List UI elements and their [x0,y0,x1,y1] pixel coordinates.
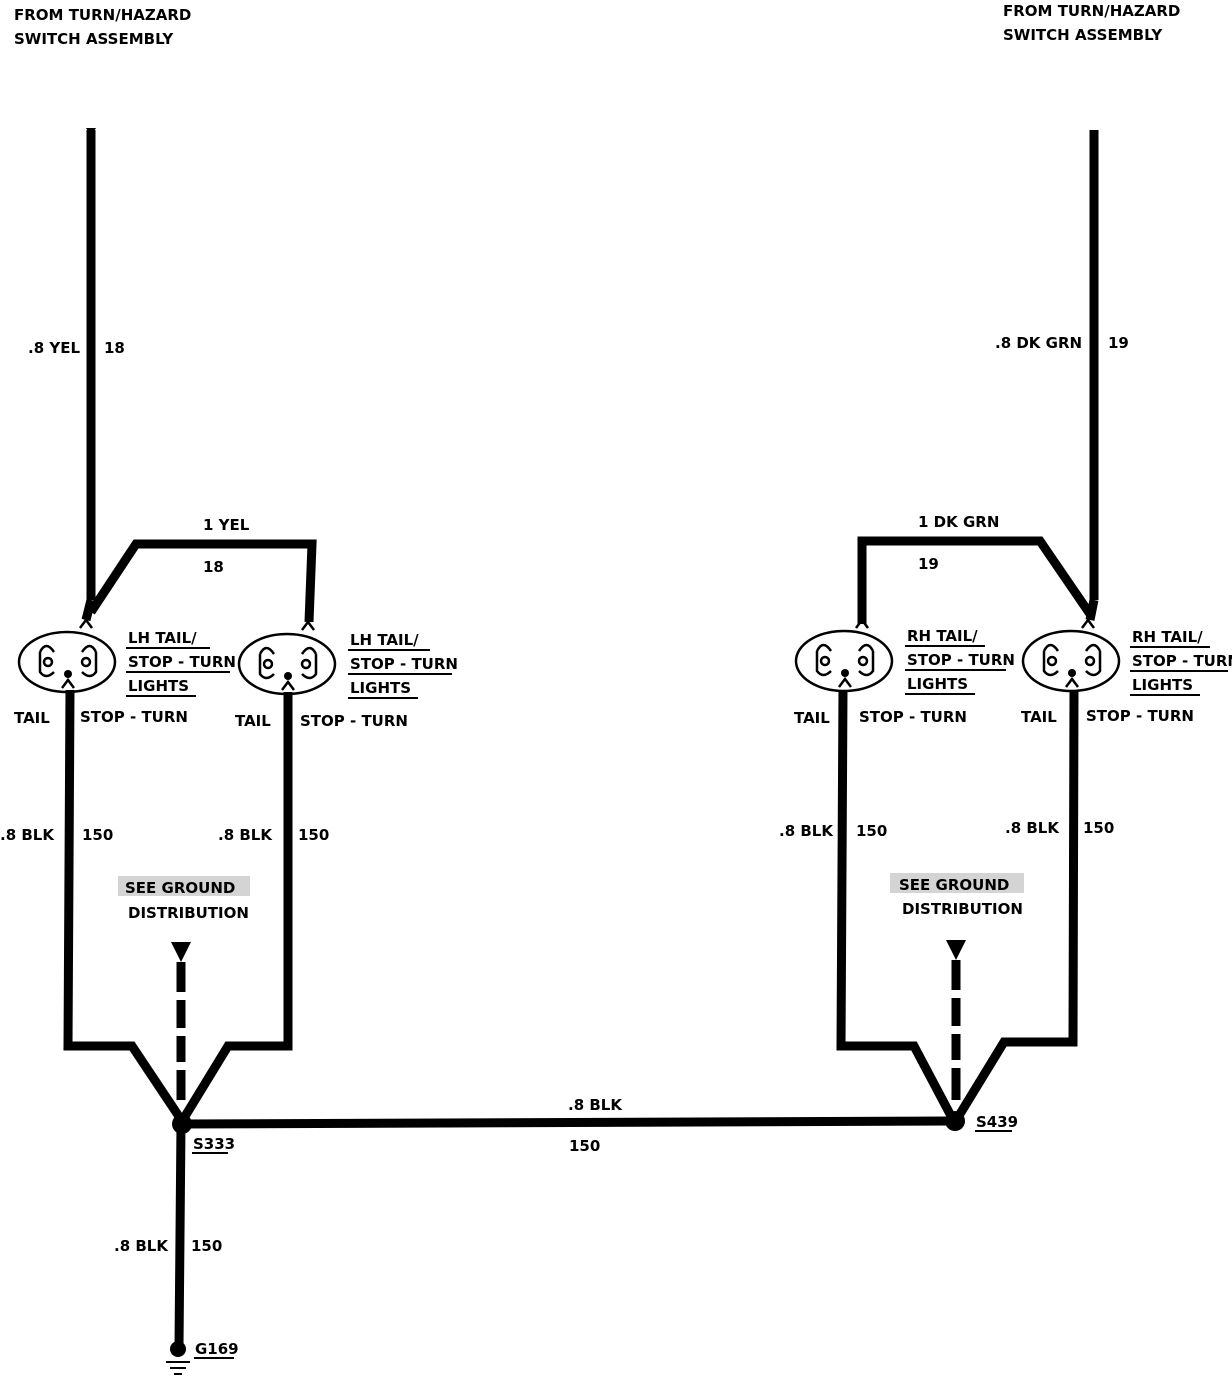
right-ground-ref-line1[interactable]: SEE GROUND [899,876,1009,894]
ground-lead-color: .8 BLK [114,1237,169,1255]
lamp-3-line1: RH TAIL/ [907,627,978,645]
right-jumper-color: 1 DK GRN [918,513,999,531]
lamp-4-pin-tail: TAIL [1021,708,1057,726]
lamp-3-pin-tail: TAIL [794,709,830,727]
lamp-3-ground-circuit: 150 [856,822,887,840]
lamp-4-label: RH TAIL/ STOP - TURN LIGHTS [1130,628,1232,696]
right-jumper-wire [857,536,1094,624]
left-jumper-wire [87,539,317,623]
lamp-4-symbol [1021,617,1121,693]
lamp-1-label: LH TAIL/ STOP - TURN LIGHTS [126,629,236,697]
left-jumper-color: 1 YEL [203,516,250,534]
lamp-2-line3: LIGHTS [350,679,411,697]
lamp-1-ground-color: .8 BLK [0,826,55,844]
lamp-3-line3: LIGHTS [907,675,968,693]
left-feed-circuit: 18 [104,339,125,357]
lamp-1-pin-tail: TAIL [14,709,50,727]
ground-lead-wire [174,1123,186,1347]
lamp-3-symbol [794,617,894,693]
right-ground-ref-highlight [890,873,1024,893]
lamp-2-pin-tail: TAIL [235,712,271,730]
lamp-4-pin-stop: STOP - TURN [1086,707,1194,725]
lamp-2-ground-circuit: 150 [298,826,329,844]
left-ground-ref-dashed-lead [171,942,191,1100]
ground-lead-circuit: 150 [191,1237,222,1255]
lamp-2-pin-stop: STOP - TURN [300,712,408,730]
lamp-3-label: RH TAIL/ STOP - TURN LIGHTS [905,627,1015,695]
lamp-2-line2: STOP - TURN [350,655,458,673]
lamp-3-line2: STOP - TURN [907,651,1015,669]
ground-g169-symbol [166,1341,190,1375]
right-feed-circuit: 19 [1108,334,1129,352]
lamp-3-ground-wire [836,689,954,1117]
lamp-2-ground-color: .8 BLK [218,826,273,844]
lamp-2-symbol [237,619,337,696]
lamp-1-ground-wire [63,689,184,1121]
right-source-line2: SWITCH ASSEMBLY [1003,26,1163,44]
lamp-1-symbol [17,617,117,694]
lamp-1-line1: LH TAIL/ [128,629,197,647]
lamp-3-ground-color: .8 BLK [779,822,834,840]
right-jumper-circuit: 19 [918,555,939,573]
lamp-4-ground-wire [956,689,1079,1117]
lamp-4-line2: STOP - TURN [1132,652,1232,670]
right-source-line1: FROM TURN/HAZARD [1003,2,1180,20]
lamp-3-pin-stop: STOP - TURN [859,708,967,726]
lamp-4-ground-circuit: 150 [1083,819,1114,837]
splice-s439-dot [945,1111,965,1131]
ground-g169-label: G169 [195,1340,239,1358]
left-feed-wire [81,128,96,622]
right-feed-wire [1085,130,1099,621]
splice-link-color: .8 BLK [568,1096,623,1114]
lamp-4-ground-color: .8 BLK [1005,819,1060,837]
splice-link-wire [181,1116,956,1129]
left-source-line1: FROM TURN/HAZARD [14,6,191,24]
lamp-2-ground-wire [180,692,293,1121]
lamp-4-line1: RH TAIL/ [1132,628,1203,646]
lamp-4-line3: LIGHTS [1132,676,1193,694]
lamp-2-label: LH TAIL/ STOP - TURN LIGHTS [348,631,458,699]
left-feed-color: .8 YEL [28,339,80,357]
lamp-2-line1: LH TAIL/ [350,631,419,649]
splice-link-circuit: 150 [569,1137,600,1155]
lamp-1-line3: LIGHTS [128,677,189,695]
left-ground-ref-line2[interactable]: DISTRIBUTION [128,904,249,922]
left-ground-ref-line1[interactable]: SEE GROUND [125,879,235,897]
left-jumper-circuit: 18 [203,558,224,576]
lamp-1-pin-stop: STOP - TURN [80,708,188,726]
left-ground-ref-highlight [118,876,250,896]
lamp-1-line2: STOP - TURN [128,653,236,671]
left-source-line2: SWITCH ASSEMBLY [14,30,174,48]
right-feed-color: .8 DK GRN [995,334,1082,352]
right-ground-ref-line2[interactable]: DISTRIBUTION [902,900,1023,918]
lamp-1-ground-circuit: 150 [82,826,113,844]
splice-s439-label: S439 [976,1113,1018,1131]
right-ground-ref-dashed-lead [946,940,966,1100]
splice-s333-label: S333 [193,1135,235,1153]
